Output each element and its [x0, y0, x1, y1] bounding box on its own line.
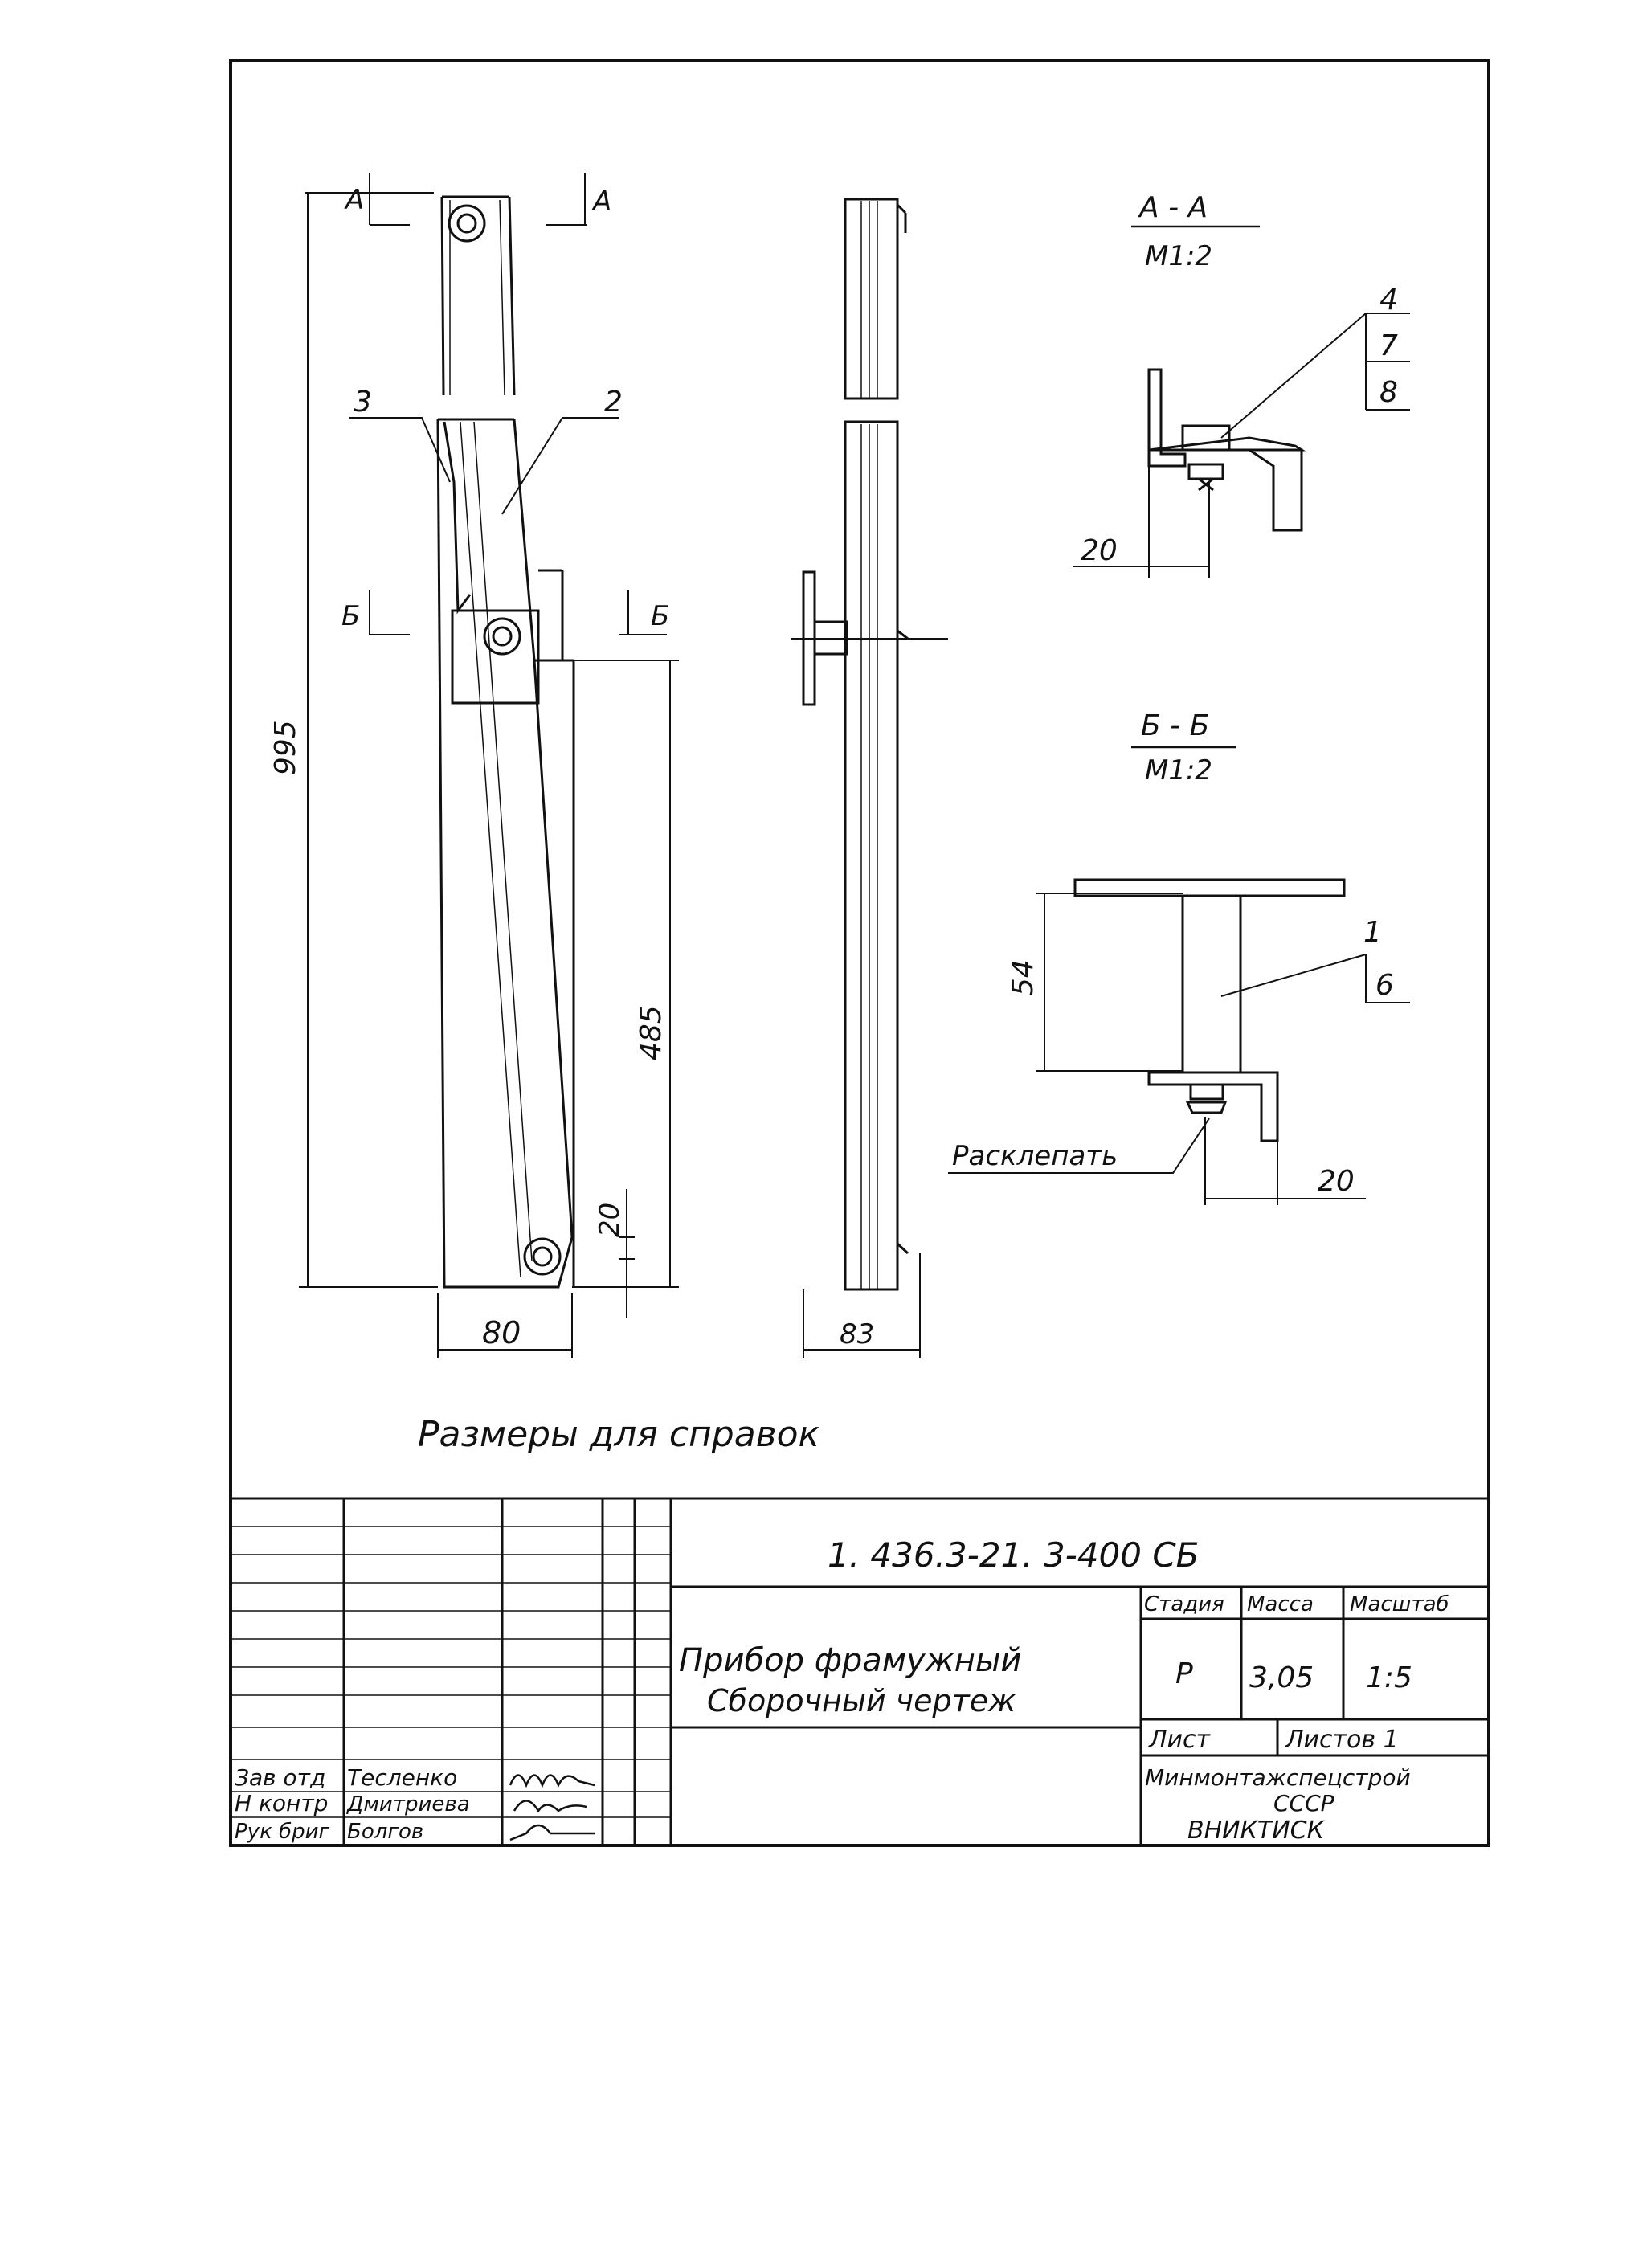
front-dimensions [299, 173, 679, 1358]
rivet-note: Расклепать [952, 1140, 1118, 1172]
header-mass: Масса [1247, 1592, 1314, 1616]
signature-role-2: Н контр [235, 1790, 328, 1816]
section-aa-title: А - А [1138, 191, 1208, 224]
product-name-line2: Сборочный чертеж [707, 1683, 1016, 1718]
callout-8: 8 [1379, 376, 1398, 409]
section-aa-scale: М1:2 [1145, 240, 1212, 272]
dim-bb-offset: 20 [1318, 1165, 1355, 1198]
reference-note: Размеры для справок [418, 1414, 820, 1455]
value-scale: 1:5 [1366, 1661, 1412, 1694]
section-bb [1073, 746, 1346, 1142]
section-b-mark-left: Б [341, 600, 360, 632]
signature-name-1: Тесленко [347, 1764, 457, 1791]
section-aa-dims [1073, 313, 1410, 578]
dim-bb-height: 54 [1007, 959, 1040, 996]
section-a-mark-left: А [344, 184, 364, 216]
dim-overall-height: 995 [269, 720, 302, 775]
side-dimensions [791, 638, 948, 1358]
section-bb-title: Б - Б [1141, 709, 1209, 742]
document-code: 1. 436.3-21. 3-400 СБ [828, 1535, 1200, 1575]
header-scale: Масштаб [1350, 1592, 1449, 1616]
dim-lower-height: 485 [635, 1005, 668, 1060]
callout-2: 2 [604, 386, 623, 419]
dim-width-front: 80 [482, 1315, 521, 1351]
drawing-text: А А Б Б 995 485 20 80 83 3 2 А - А М1:2 … [269, 184, 1398, 1455]
value-stage: Р [1175, 1657, 1193, 1690]
section-aa [1131, 225, 1306, 532]
product-name-line1: Прибор фрамужный [679, 1642, 1021, 1679]
signature-scribbles [509, 1774, 595, 1841]
section-bb-dims [948, 893, 1410, 1205]
organization-line1: Минмонтажспецстрой [1145, 1764, 1411, 1791]
front-view [436, 195, 575, 1289]
signature-role-3: Рук бриг [235, 1820, 329, 1844]
callout-1: 1 [1363, 916, 1382, 949]
section-b-mark-right: Б [651, 600, 669, 632]
sheet-frame [229, 59, 1490, 1847]
organization-line2: СССР [1273, 1790, 1334, 1816]
side-view [802, 198, 909, 1291]
value-mass: 3,05 [1249, 1661, 1314, 1694]
signature-name-3: Болгов [347, 1820, 423, 1844]
sheet-label: Лист [1148, 1726, 1212, 1754]
organization-line3: ВНИКТИСК [1187, 1816, 1326, 1845]
dim-end-offset: 20 [594, 1203, 626, 1237]
callout-4: 4 [1379, 284, 1398, 317]
signature-name-2: Дмитриева [346, 1792, 470, 1816]
title-block-text: 1. 436.3-21. 3-400 СБ Прибор фрамужный С… [235, 1535, 1449, 1845]
section-bb-scale: М1:2 [1145, 754, 1212, 787]
title-block [231, 1497, 1489, 1845]
section-a-mark-right: А [591, 186, 611, 218]
callout-3: 3 [354, 386, 372, 419]
callout-6: 6 [1375, 969, 1394, 1002]
callout-7: 7 [1379, 329, 1398, 362]
dim-aa-offset: 20 [1081, 534, 1118, 567]
dim-width-side: 83 [840, 1318, 874, 1351]
sheets-label: Листов 1 [1285, 1726, 1399, 1754]
header-stage: Стадия [1144, 1592, 1224, 1616]
signature-role-1: Зав отд [235, 1764, 325, 1791]
